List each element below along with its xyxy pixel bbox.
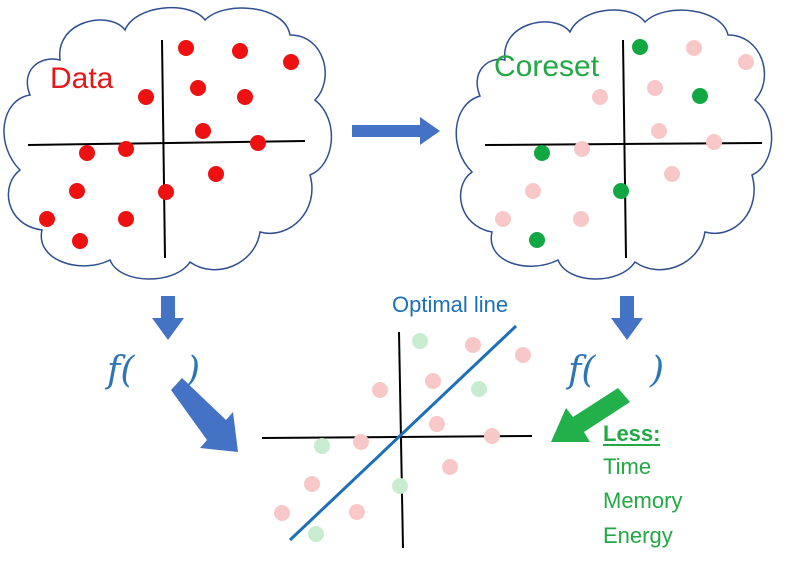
data-points	[39, 40, 299, 249]
coreset-label: Coreset	[494, 50, 600, 83]
faded-point	[314, 438, 330, 454]
faded-point	[686, 40, 702, 56]
coreset-point	[534, 145, 550, 161]
faded-point	[738, 54, 754, 70]
down-arrow-icon	[611, 296, 643, 340]
coreset-y-axis	[622, 39, 627, 259]
faded-point	[471, 381, 487, 397]
function-right-open: f(	[565, 350, 596, 391]
data-point	[237, 89, 253, 105]
faded-point	[349, 504, 365, 520]
data-point	[72, 233, 88, 249]
coreset-point	[613, 183, 629, 199]
function-right-close: )	[649, 350, 664, 391]
faded-point	[515, 347, 531, 363]
coreset-cloud: Coreset	[455, 9, 773, 280]
data-point	[69, 183, 85, 199]
faded-point	[706, 134, 722, 150]
result-plot: Optimal line	[261, 292, 533, 549]
faded-point	[308, 526, 324, 542]
data-cloud: Data	[3, 7, 333, 280]
diagonal-arrow-icon	[171, 378, 238, 452]
faded-point	[525, 183, 541, 199]
data-label: Data	[50, 62, 114, 95]
savings-list: Less: Time Memory Energy	[603, 421, 682, 548]
faded-point	[651, 123, 667, 139]
data-point	[39, 211, 55, 227]
faded-point	[465, 337, 481, 353]
less-item-memory: Memory	[603, 488, 682, 513]
coreset-point	[529, 232, 545, 248]
data-point	[250, 135, 266, 151]
function-left-open: f(	[104, 350, 135, 391]
data-point	[178, 40, 194, 56]
coreset-points	[529, 39, 708, 248]
data-point	[118, 141, 134, 157]
data-point	[138, 89, 154, 105]
data-point	[118, 211, 134, 227]
coreset-point	[692, 88, 708, 104]
result-faded-green-points	[308, 333, 487, 542]
data-y-axis	[161, 39, 166, 259]
faded-point	[353, 434, 369, 450]
result-faded-red-points	[274, 337, 531, 521]
result-y-axis	[398, 331, 404, 549]
faded-point	[274, 505, 290, 521]
faded-point	[304, 476, 320, 492]
less-item-energy: Energy	[603, 523, 673, 548]
data-point	[158, 184, 174, 200]
faded-point	[495, 211, 511, 227]
faded-point	[425, 373, 441, 389]
faded-point	[372, 382, 388, 398]
faded-point	[664, 166, 680, 182]
optimal-line	[288, 324, 518, 542]
coreset-faded-points	[495, 40, 754, 227]
faded-point	[412, 333, 428, 349]
data-point	[79, 145, 95, 161]
data-point	[232, 43, 248, 59]
data-point	[283, 54, 299, 70]
faded-point	[484, 428, 500, 444]
diagonal-arrow-icon	[551, 388, 630, 442]
faded-point	[574, 141, 590, 157]
faded-point	[573, 211, 589, 227]
optimal-line-label: Optimal line	[392, 292, 508, 317]
faded-point	[442, 459, 458, 475]
data-point	[208, 166, 224, 182]
coreset-point	[632, 39, 648, 55]
right-arrow-icon	[352, 117, 440, 145]
less-heading: Less:	[603, 421, 660, 446]
function-left-close: )	[185, 350, 200, 391]
data-point	[190, 80, 206, 96]
faded-point	[647, 80, 663, 96]
less-item-time: Time	[603, 454, 651, 479]
down-arrow-icon	[152, 296, 184, 340]
faded-point	[592, 89, 608, 105]
data-point	[195, 123, 211, 139]
faded-point	[392, 478, 408, 494]
faded-point	[429, 416, 445, 432]
